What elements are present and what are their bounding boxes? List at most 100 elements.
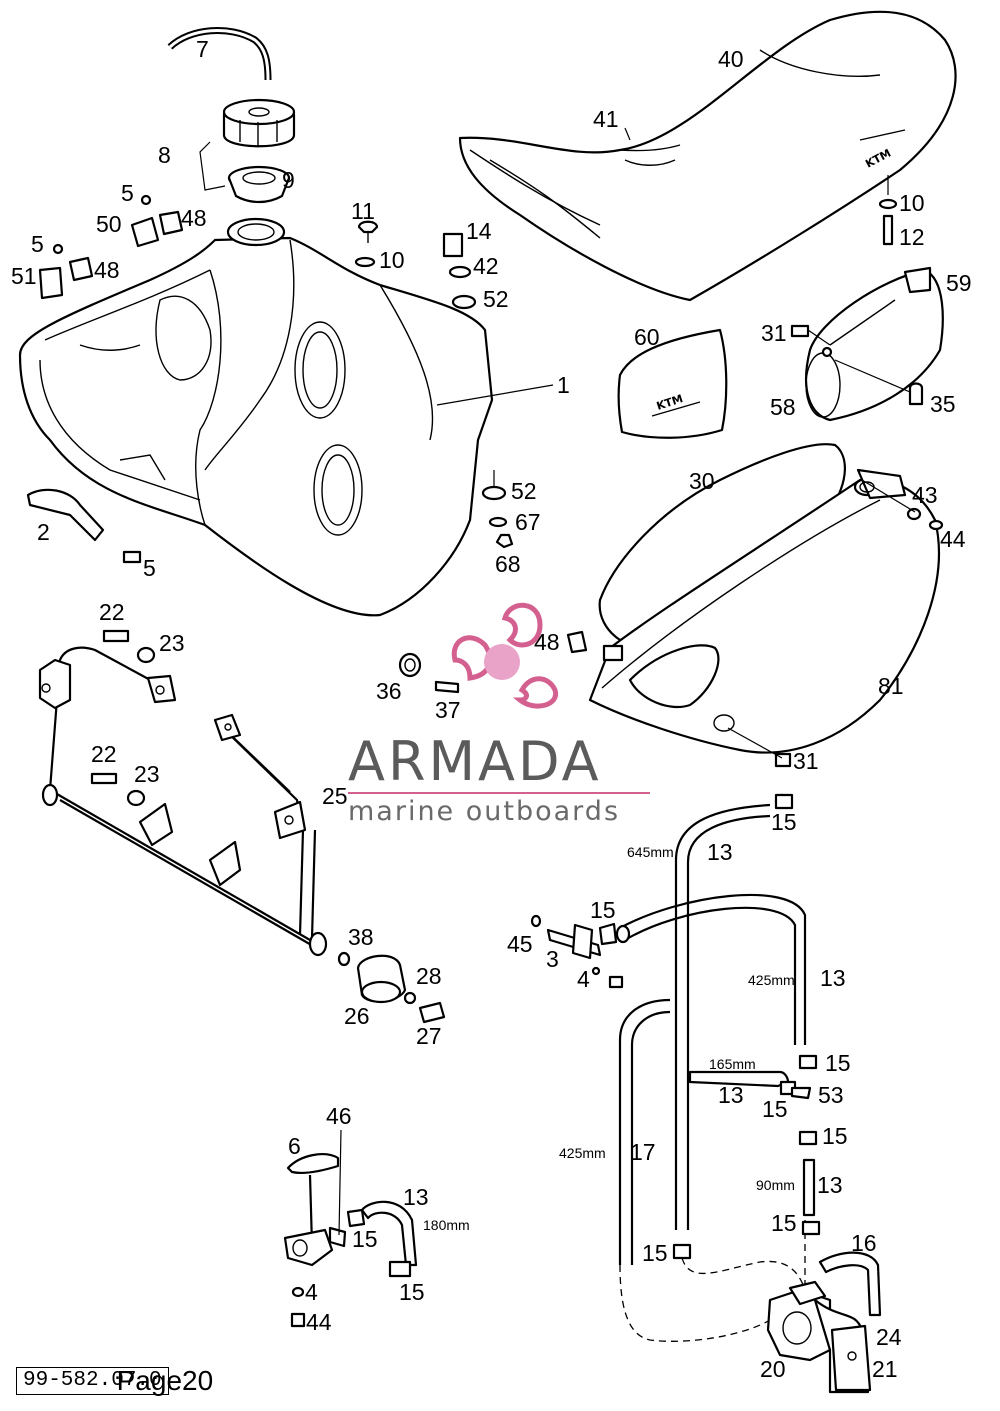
part-label-38: 38	[348, 924, 374, 950]
fuel-hoses	[615, 793, 882, 1317]
part-label-23: 23	[159, 630, 185, 656]
part-label-48: 48	[94, 257, 120, 283]
part-label-15: 15	[642, 1240, 668, 1266]
part-label-13: 13	[403, 1184, 429, 1210]
filler-cap	[222, 98, 296, 148]
part-label-21: 21	[872, 1356, 898, 1382]
tank-decal: KTM	[617, 328, 728, 439]
tank-hardware-top-left	[26, 194, 184, 564]
part-label-67: 67	[515, 509, 541, 535]
seat: KTM	[458, 10, 957, 302]
part-label-9: 9	[282, 167, 295, 193]
part-label-15: 15	[771, 809, 797, 835]
part-labels: 7 8 9 5 50 48 5 51 48 11 10 14 42 52 1 2…	[11, 36, 972, 1382]
measure-425mm: 425mm	[748, 972, 795, 988]
part-label-17: 17	[630, 1139, 656, 1165]
lower-fuel-tap	[283, 1153, 418, 1328]
part-label-7: 7	[196, 36, 209, 62]
part-label-52: 52	[483, 286, 509, 312]
part-label-2: 2	[37, 519, 50, 545]
part-label-5: 5	[121, 180, 134, 206]
part-label-59: 59	[946, 270, 972, 296]
tank-frame-bracket	[38, 646, 328, 957]
part-label-31: 31	[761, 320, 787, 346]
part-label-43: 43	[912, 482, 938, 508]
part-label-8: 8	[158, 142, 171, 168]
part-label-51: 51	[11, 263, 37, 289]
measure-180mm: 180mm	[423, 1217, 470, 1233]
part-label-15: 15	[399, 1279, 425, 1305]
carburettor	[766, 1280, 872, 1394]
part-label-42: 42	[473, 253, 499, 279]
part-label-68: 68	[495, 551, 521, 577]
part-label-14: 14	[466, 218, 492, 244]
propeller-logo	[451, 602, 559, 709]
part-label-28: 28	[416, 963, 442, 989]
part-label-13: 13	[817, 1172, 843, 1198]
fuel-tap	[530, 914, 624, 989]
part-label-31: 31	[793, 748, 819, 774]
part-label-30: 30	[689, 468, 715, 494]
measure-165mm: 165mm	[709, 1056, 756, 1072]
part-label-40: 40	[718, 46, 744, 72]
measure-645mm: 645mm	[627, 844, 674, 860]
part-label-6: 6	[288, 1133, 301, 1159]
part-label-81: 81	[878, 673, 904, 699]
part-label-48: 48	[534, 629, 560, 655]
watermark-tagline: marine outboards	[348, 796, 620, 827]
part-label-3: 3	[546, 946, 559, 972]
part-label-4: 4	[577, 966, 590, 992]
part-label-27: 27	[416, 1023, 442, 1049]
measure-90mm: 90mm	[756, 1177, 795, 1193]
part-label-35: 35	[930, 391, 956, 417]
part-label-44: 44	[306, 1309, 332, 1335]
page-footer: 99-582.07.0 Page20	[16, 1365, 214, 1396]
grommet-and-screw	[398, 652, 460, 694]
measure-425mm: 425mm	[559, 1145, 606, 1161]
bracket-bolts	[90, 629, 156, 807]
part-label-15: 15	[822, 1123, 848, 1149]
side-cover	[566, 443, 944, 768]
part-label-37: 37	[435, 697, 461, 723]
watermark-brand: ARMADA	[348, 730, 602, 793]
diagram-code: 99-582.07.0	[16, 1367, 169, 1395]
breather-hose	[167, 27, 272, 81]
part-label-41: 41	[593, 106, 619, 132]
part-label-58: 58	[770, 394, 796, 420]
part-label-44: 44	[940, 526, 966, 552]
cap-seal	[227, 165, 291, 204]
part-label-48: 48	[181, 205, 207, 231]
part-label-13: 13	[707, 839, 733, 865]
part-label-5: 5	[143, 555, 156, 581]
part-label-10: 10	[379, 247, 405, 273]
part-label-4: 4	[305, 1279, 318, 1305]
part-label-26: 26	[344, 1003, 370, 1029]
part-label-15: 15	[825, 1050, 851, 1076]
part-label-11: 11	[351, 198, 375, 224]
part-label-25: 25	[322, 783, 348, 809]
rubber-mount	[337, 951, 446, 1024]
part-label-12: 12	[899, 224, 925, 250]
part-label-46: 46	[326, 1103, 352, 1129]
part-label-20: 20	[760, 1356, 786, 1382]
part-label-13: 13	[820, 965, 846, 991]
part-label-36: 36	[376, 678, 402, 704]
part-label-15: 15	[352, 1226, 378, 1252]
part-label-5: 5	[31, 231, 44, 257]
part-label-15: 15	[590, 897, 616, 923]
part-label-15: 15	[762, 1096, 788, 1122]
hose-clamps	[598, 793, 821, 1260]
part-label-53: 53	[818, 1082, 844, 1108]
part-label-22: 22	[91, 741, 117, 767]
part-label-22: 22	[99, 599, 125, 625]
part-label-15: 15	[771, 1210, 797, 1236]
fuel-tank	[18, 217, 494, 617]
part-label-13: 13	[718, 1082, 744, 1108]
part-label-1: 1	[557, 372, 570, 398]
page-number: Page20	[116, 1365, 214, 1396]
part-label-16: 16	[851, 1230, 877, 1256]
part-label-24: 24	[876, 1324, 902, 1350]
part-label-23: 23	[134, 761, 160, 787]
part-label-50: 50	[96, 211, 122, 237]
